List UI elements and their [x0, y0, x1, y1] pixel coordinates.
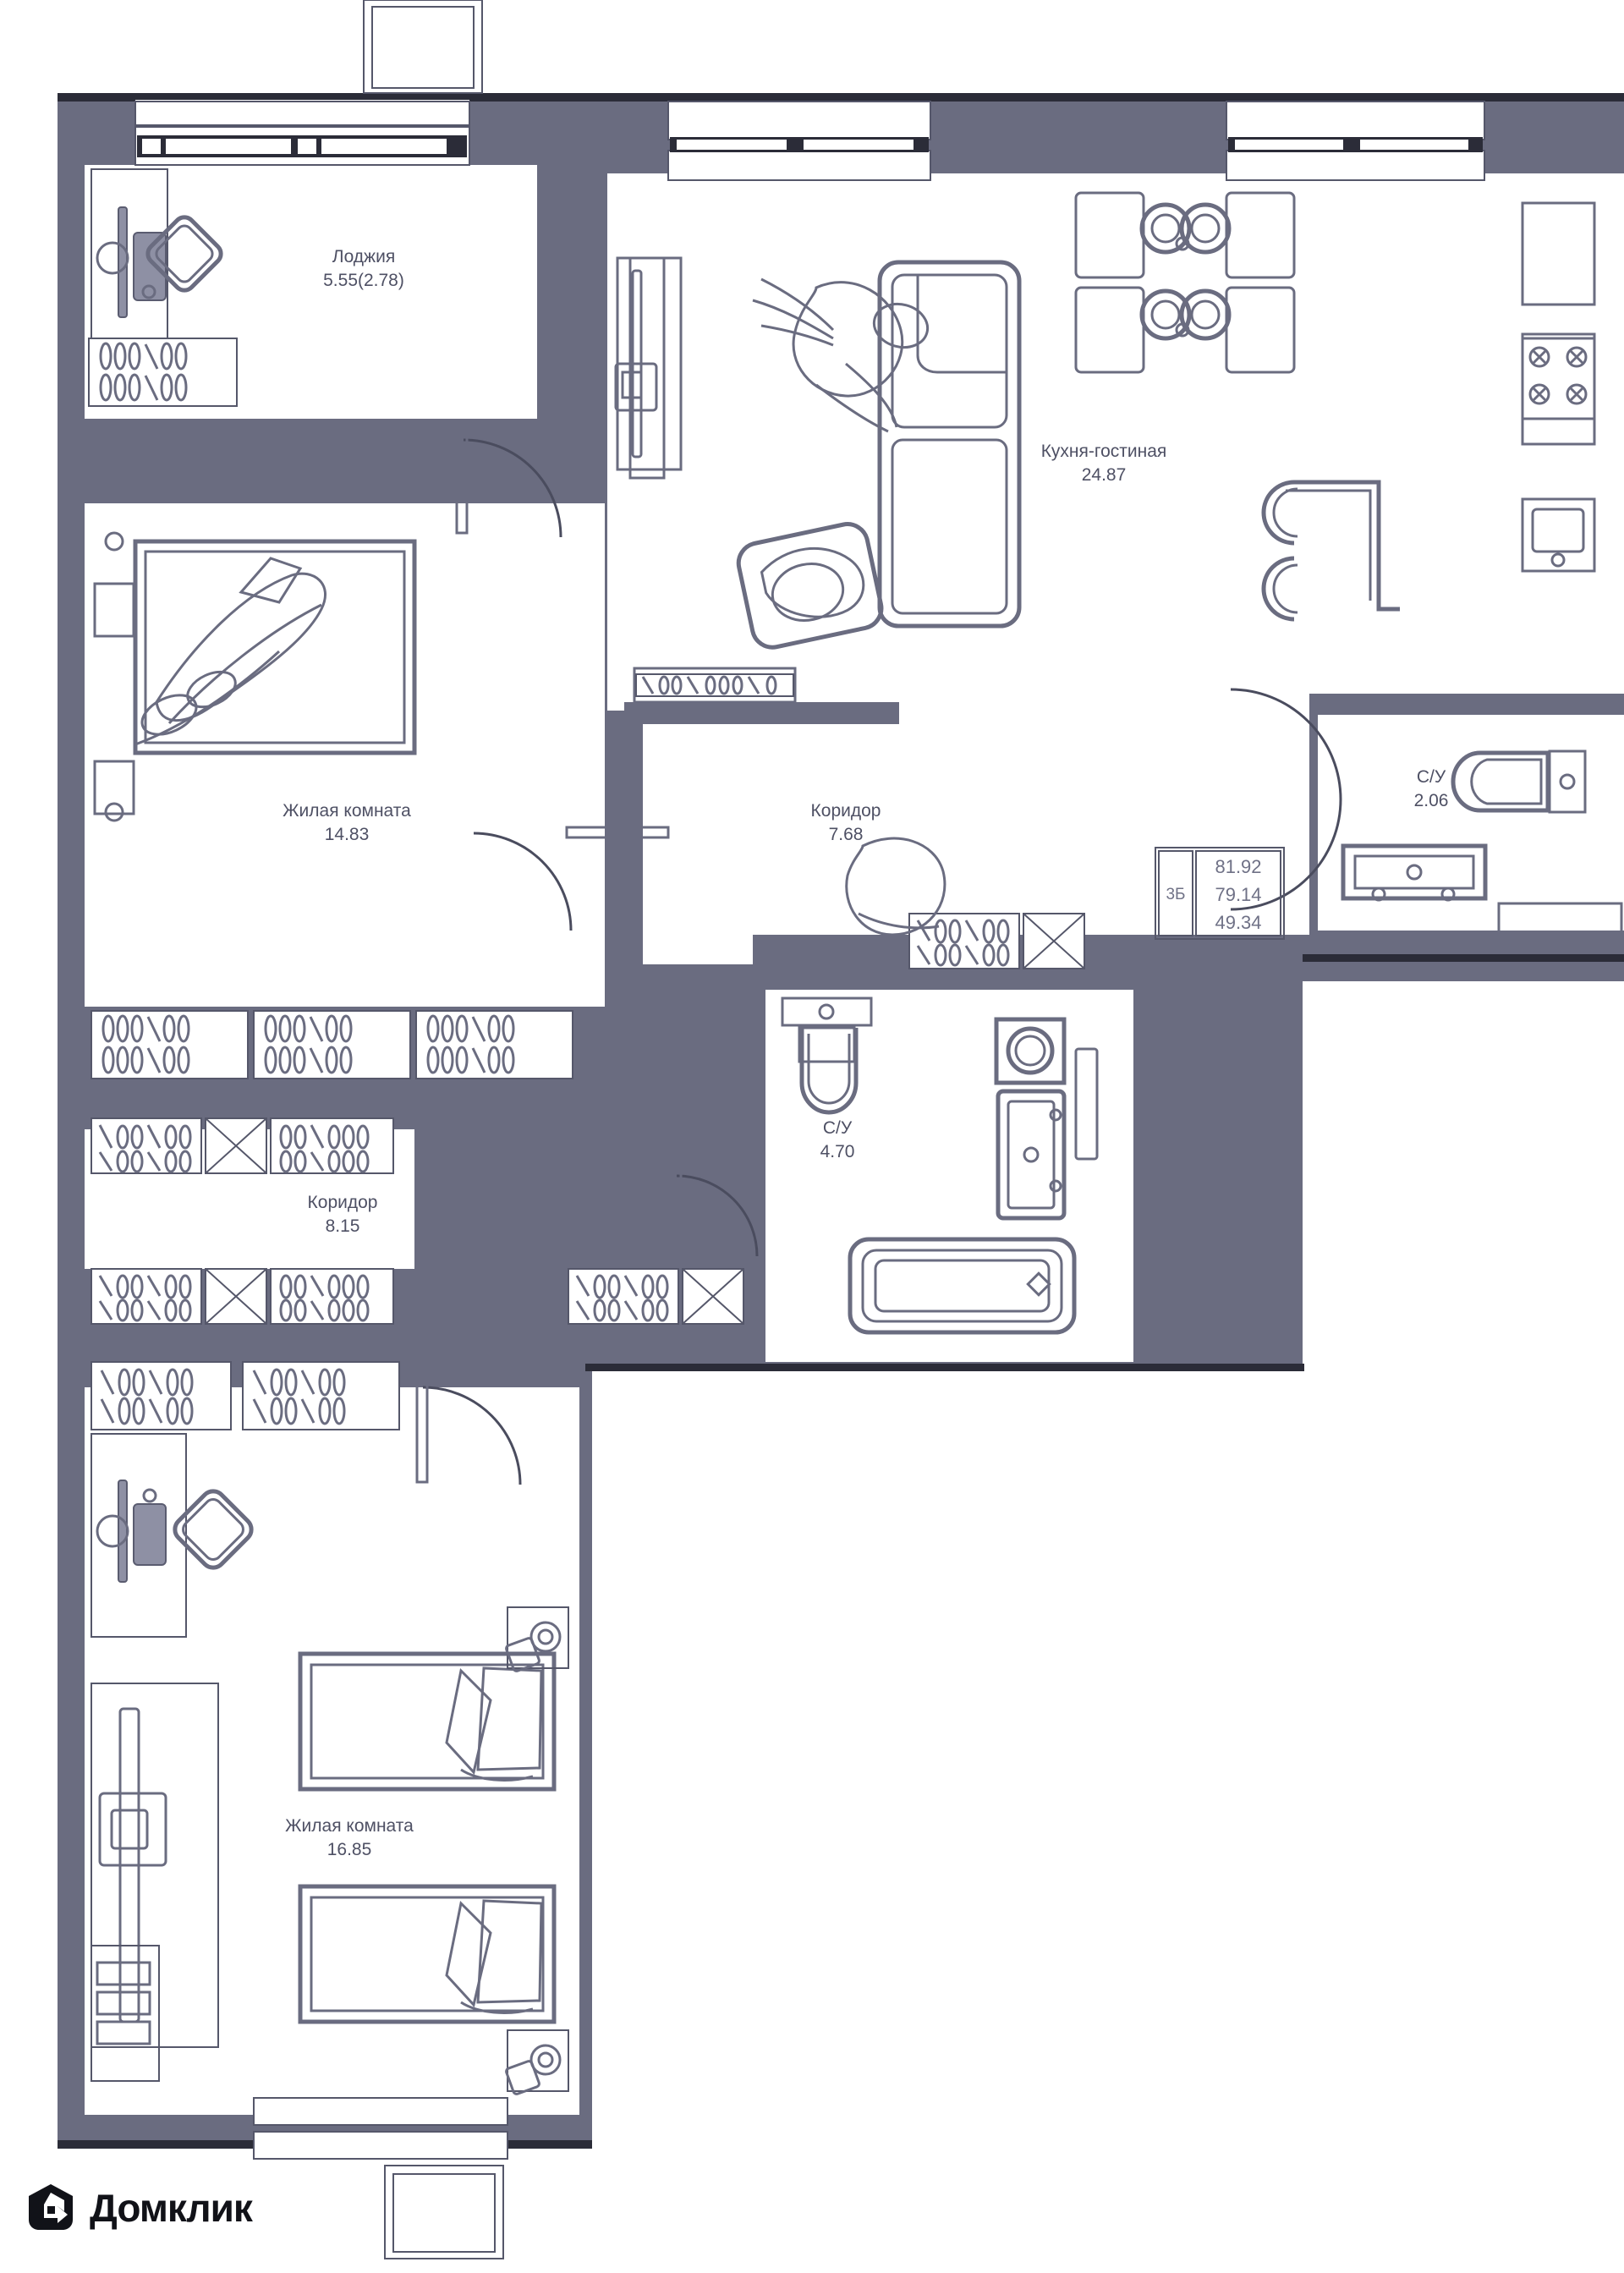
room-area-bath-2: 2.06: [1414, 791, 1449, 810]
kitchen-living-furniture: [614, 191, 1596, 936]
room-label-corridor-1: Коридор: [811, 801, 881, 821]
room-label-loggia: Лоджия: [332, 247, 395, 266]
logo-text: Домклик: [90, 2186, 253, 2230]
bathroom-1-fixtures: [781, 996, 1099, 1335]
dining-set: [1074, 191, 1296, 374]
room-kitchen-living: [1284, 173, 1624, 694]
bottom-window: [253, 2097, 508, 2259]
bed-linen-icon: [134, 557, 327, 746]
room-area-corridor-1: 7.68: [829, 825, 864, 844]
room-label-corridor-2: Коридор: [308, 1193, 378, 1212]
summary-usable-area: 49.34: [1215, 912, 1261, 933]
room-label-bath-2: С/У: [1417, 767, 1446, 787]
room-label-kitchen-living: Кухня-гостиная: [1041, 442, 1167, 461]
room-label-living-2: Жилая комната: [285, 1816, 414, 1836]
room-living-2: [85, 1387, 579, 2115]
summary-type: 3Б: [1166, 886, 1185, 903]
room-area-kitchen-living: 24.87: [1082, 465, 1127, 485]
kitchen-counter: [1261, 480, 1400, 622]
room-area-living-2: 16.85: [327, 1840, 372, 1859]
doors: [415, 430, 1342, 1485]
room-label-living-1: Жилая комната: [283, 801, 411, 821]
corridor-fixtures: [624, 256, 899, 724]
wardrobe-hatching: [88, 338, 1085, 1430]
kitchen-units: [1521, 201, 1596, 573]
area-summary-block: 3Б 81.92 79.14 49.34: [1155, 847, 1285, 940]
room-area-loggia: 5.55(2.78): [323, 271, 404, 290]
room-area-living-1: 14.83: [325, 825, 370, 844]
loggia-furniture: [91, 168, 223, 390]
room-labels: Лоджия 5.55(2.78) Кухня-гостиная 24.87 Ж…: [283, 247, 1448, 1859]
house-logo-icon: [29, 2184, 73, 2230]
room-bath-1: [765, 990, 1133, 1362]
room-area-bath-1: 4.70: [820, 1142, 855, 1161]
summary-living-area: 79.14: [1215, 884, 1261, 905]
room-area-corridor-2: 8.15: [326, 1216, 360, 1236]
top-windows: [134, 0, 1485, 181]
bathroom-2-fixtures: [1341, 749, 1623, 952]
summary-total-area: 81.92: [1215, 856, 1261, 877]
room-label-bath-1: С/У: [823, 1118, 853, 1138]
domclick-logo: Домклик: [24, 2181, 253, 2235]
living-2-furniture: [91, 1433, 569, 2095]
living-1-furniture: [93, 531, 417, 822]
